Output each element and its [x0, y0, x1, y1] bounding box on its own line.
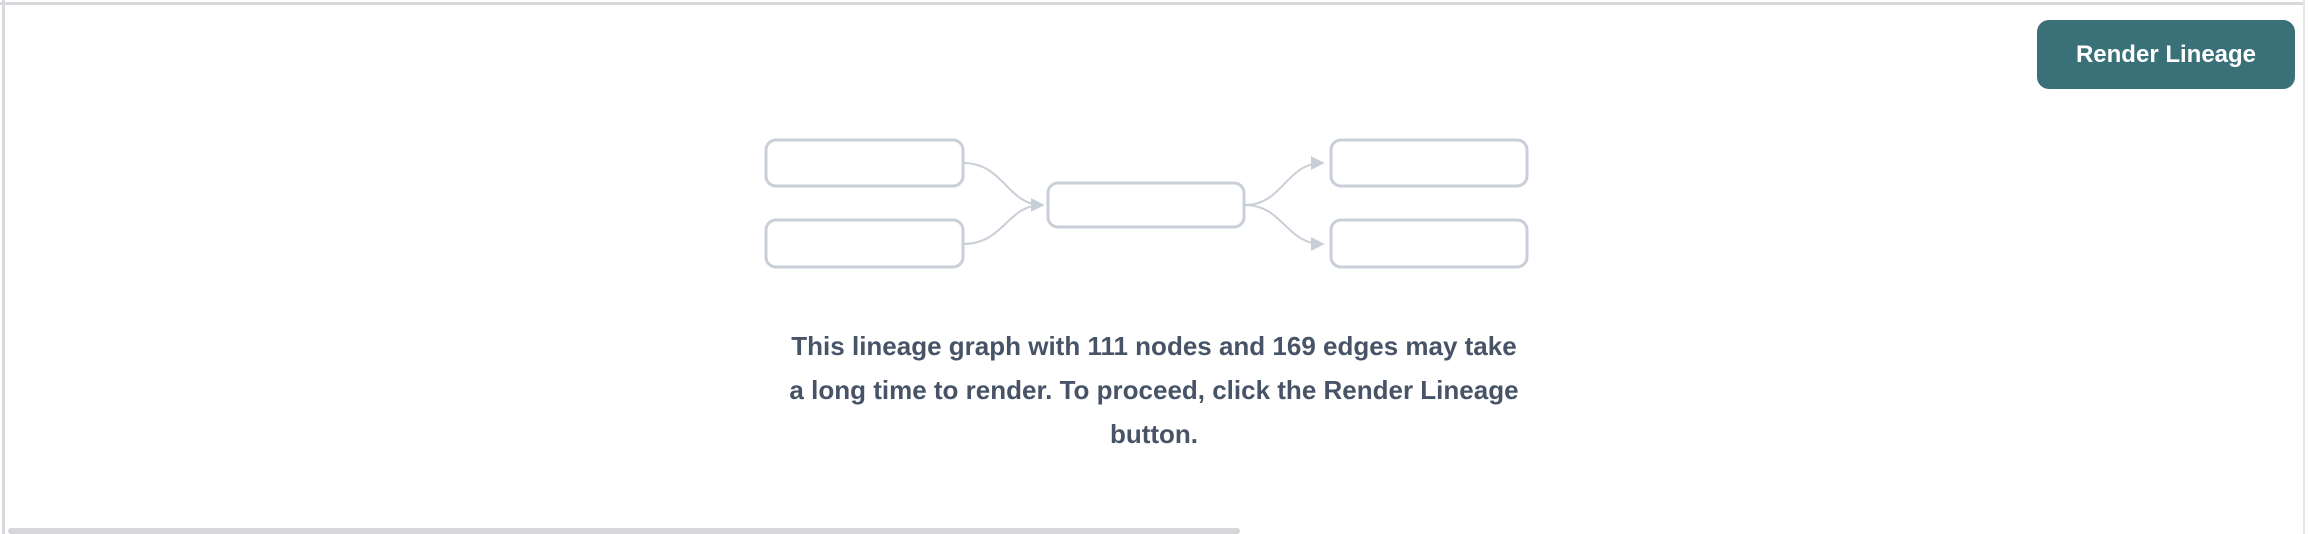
- node-downstream-top: [1329, 138, 1529, 188]
- message-line-1: This lineage graph with 111 nodes and 16…: [791, 331, 1517, 361]
- edge-upstream-top: [962, 162, 1045, 212]
- lineage-warning-message: This lineage graph with 111 nodes and 16…: [789, 324, 1518, 456]
- edge-upstream-bottom: [962, 204, 1043, 245]
- node-upstream-bottom: [764, 218, 965, 269]
- edge-downstream-bottom: [1244, 204, 1325, 251]
- panel-left-border: [2, 0, 5, 534]
- lineage-empty-state: This lineage graph with 111 nodes and 16…: [764, 137, 1544, 456]
- message-line-3: button.: [1109, 419, 1199, 449]
- message-line-2: a long time to render. To proceed, click…: [789, 375, 1519, 405]
- node-upstream-top: [764, 138, 965, 188]
- panel-right-border: [2303, 0, 2305, 534]
- panel-top-border: [0, 2, 2304, 5]
- horizontal-scrollbar-thumb[interactable]: [8, 528, 1240, 534]
- edge-downstream-top: [1244, 156, 1325, 206]
- node-downstream-bottom: [1329, 218, 1529, 269]
- lineage-graph-placeholder-icon: [764, 138, 1529, 269]
- node-center: [1046, 181, 1246, 229]
- render-lineage-button[interactable]: Render Lineage: [2037, 20, 2295, 89]
